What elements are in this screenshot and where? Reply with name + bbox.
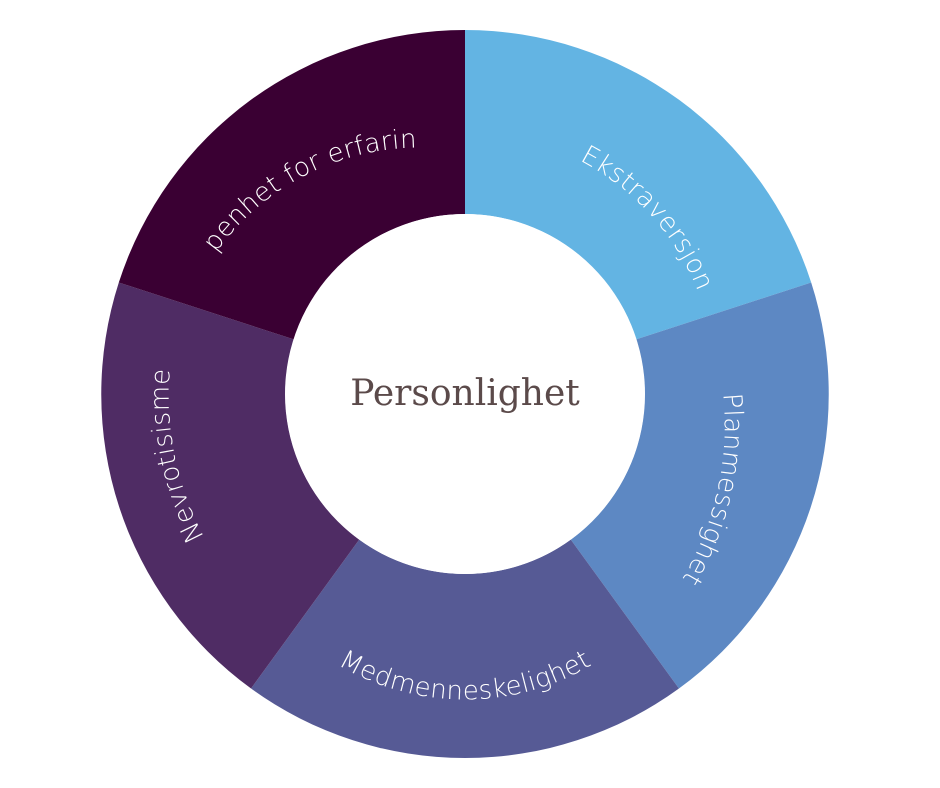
segment-nevrotisisme [101,282,360,689]
segment-medmenneskelighet [251,539,679,758]
center-title: Personlighet [350,373,580,414]
segment-apenhet-for-erfaring [118,30,465,340]
segment-planmessighet [570,282,829,689]
center-hole [285,214,645,574]
segment-ekstraversjon [465,30,812,340]
